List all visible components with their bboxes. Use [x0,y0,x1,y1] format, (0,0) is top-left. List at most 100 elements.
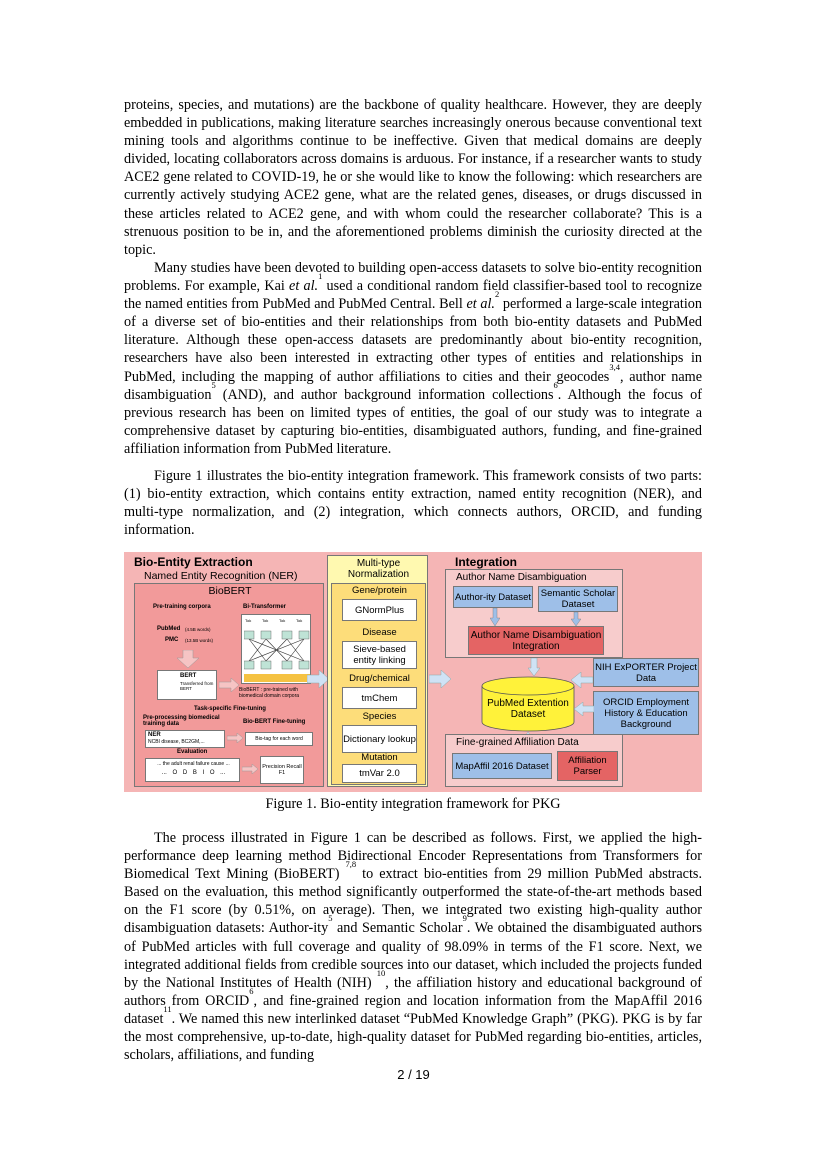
paragraph-2: Many studies have been devoted to buildi… [124,259,702,458]
text: used a conditional random field classifi… [124,278,702,313]
normalization-list: Gene/protein GNormPlus Disease Sieve-bas… [331,583,426,785]
text: to extract bio-entities from 29 million … [124,866,702,937]
sentence: ... the adult renal failure cause ... [157,761,230,767]
text: , and fine-grained region and location i… [124,992,702,1027]
text: Many studies have been devoted to buildi… [124,260,702,295]
page-number: 2 / 19 [397,1067,430,1082]
and-panel: Author Name Disambiguation Author-ity Da… [445,569,623,658]
citation: 5 [211,379,216,390]
semantic-scholar-dataset: Semantic Scholar Dataset [538,586,618,612]
figure-caption: Figure 1. Bio-entity integration framewo… [265,796,561,812]
paragraph-3: Figure 1 illustrates the bio-entity inte… [124,467,702,539]
mapaffil-dataset: MapAffil 2016 Dataset [452,753,552,779]
fine-grained-title: Fine-grained Affiliation Data [456,737,579,748]
transferred-label: Transferred from BERT [180,681,214,691]
text: et al. [466,296,495,313]
citation: 1 [318,271,323,282]
text: et al. [289,278,319,295]
text: , author name disambiguation [124,368,703,403]
citation: 3,4 [609,361,620,372]
right-arrow-icon [307,670,329,688]
left-arrow-icon [574,702,594,716]
orcid: ORCID Employment History & Education Bac… [593,691,699,735]
pmc-words: (13.5B words) [185,638,214,643]
affiliation-parser: Affiliation Parser [557,751,618,781]
category-mutation: Mutation [361,752,398,763]
paragraph-1: proteins, species, and mutations) are th… [124,97,702,258]
category-drug: Drug/chemical [349,673,410,684]
citation: 2 [494,289,500,300]
biobert-note: BioBERT : pre-trained with biomedical do… [239,687,300,699]
right-arrow-icon [429,670,451,688]
citation: 11 [163,1003,172,1014]
category-disease: Disease [362,627,397,638]
bert-label: BERT [180,673,197,679]
biobert-finetuning-label: Bio-BERT Fine-tuning [243,719,306,725]
pretraining-label: Pre-training corpora [153,604,211,610]
text: Figure 1 illustrates the bio-entity inte… [124,468,702,539]
right-arrow-icon [242,764,258,774]
tool-sieve: Sieve-based entity linking [342,641,417,669]
normalization-title: Multi-type Normalization [347,558,410,580]
pubmed-words: (4.5B words) [185,627,211,632]
transformer-lines [244,630,310,670]
citation: 9 [462,913,467,924]
normalization-panel: Multi-type Normalization Gene/protein GN… [327,555,428,787]
nih-exporter: NIH ExPORTER Project Data [593,658,699,687]
biobert-title: BioBERT [208,585,252,597]
authority-dataset: Author-ity Dataset [453,586,533,608]
bitransformer-label: Bi-Transformer [243,604,287,610]
citation: 7,8 [345,859,357,870]
text: . We named this new interlinked dataset … [124,1010,702,1064]
citation: 6 [249,985,254,996]
paragraph-4: The process illustrated in Figure 1 can … [124,829,702,1064]
token-out: Tok [262,618,269,623]
and-title: Author Name Disambiguation [456,572,587,583]
biobert-panel: BioBERT Pre-training corpora Bi-Transfor… [134,583,324,787]
down-arrow-icon [528,658,540,676]
right-arrow-icon [219,678,239,692]
transformer-diagram: Tok Tok Tok Tok [241,614,311,684]
citation: 5 [328,913,333,924]
citation: 6 [553,379,558,390]
category-species: Species [362,711,397,722]
down-arrow-icon [571,612,581,626]
tool-gnormplus: GNormPlus [342,599,417,621]
and-integration: Author Name Disambiguation Integration [468,626,604,655]
left-arrow-icon [571,672,593,688]
right-arrow-icon [227,733,243,743]
ner-label: NER [148,732,161,738]
tool-tmchem: tmChem [342,687,417,709]
token-out: Tok [296,618,303,623]
task-specific-label: Task-specific Fine-tuning [194,706,266,712]
evaluation-label: Evaluation [177,749,208,755]
token-out: Tok [279,618,286,623]
preprocessing-label: Pre-processing biomedical training data [143,715,220,727]
figure-1: Bio-Entity Extraction Named Entity Recog… [124,552,702,792]
ner-title: Named Entity Recognition (NER) [144,570,298,582]
text: . Although the focus of previous researc… [124,386,702,457]
bert-box: BERT Transferred from BERT [157,670,217,700]
tool-dictionary: Dictionary lookup [342,725,417,753]
text: (AND), and author background information… [215,386,554,403]
text: performed a large-scale integration of a… [124,296,702,385]
pubmed-extension-dataset: PubMed Extention Dataset [487,698,569,720]
down-arrow-icon [490,608,500,626]
database-cylinder-icon [481,676,575,732]
pubmed-label: PubMed [157,626,181,632]
ner-datasets-box: NER NCBI disease, BC2GM,... [145,730,225,748]
pmc-label: PMC [165,637,179,643]
tags: ... O D B I O ... [161,770,226,776]
text: The process illustrated in Figure 1 can … [124,830,702,883]
text: . We obtained the disambiguated authors … [124,920,702,991]
text: , the affiliation history and educationa… [124,974,702,1009]
category-gene-protein: Gene/protein [352,585,407,596]
section-title-integration: Integration [455,555,517,569]
down-arrow-icon [177,650,199,668]
ner-datasets: NCBI disease, BC2GM,... [148,739,205,745]
metrics-box: Precision Recall F1 [260,756,304,784]
biotag-box: Bio-tag for each word [245,732,313,746]
evaluation-box: ... the adult renal failure cause ... ..… [145,758,240,782]
affiliation-panel: Fine-grained Affiliation Data MapAffil 2… [445,734,623,787]
input-embeddings [244,674,310,682]
